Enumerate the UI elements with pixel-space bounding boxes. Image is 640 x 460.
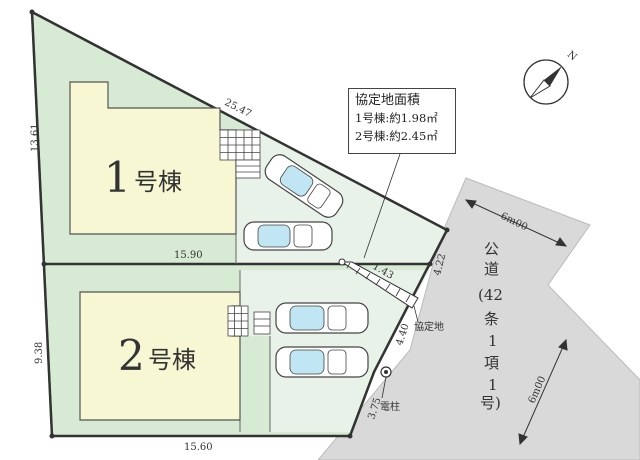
road-name-char: 道 xyxy=(484,260,499,278)
porch-grid-2 xyxy=(227,305,271,337)
pole-label: 電柱 xyxy=(380,400,400,413)
legend-row-2: 2号棟:約2.45㎡ xyxy=(355,129,438,143)
road-name-char: 1 xyxy=(488,376,498,394)
dim-bottom-edge: 15.60 xyxy=(184,442,213,453)
public-road xyxy=(317,177,640,460)
car xyxy=(264,154,344,218)
legend-row-1: 1号棟:約1.98㎡ xyxy=(355,111,438,125)
north-label: N xyxy=(565,49,579,63)
road-name-char: 項 xyxy=(484,354,499,372)
porch-grid-1 xyxy=(219,129,261,179)
dim-divider: 15.90 xyxy=(174,250,203,261)
legend-title: 協定地面積 xyxy=(355,93,421,108)
road-name-char: 1 xyxy=(488,332,498,350)
site-boundary xyxy=(30,9,449,438)
pole-leader xyxy=(381,376,387,399)
utility-pole-icon xyxy=(380,366,392,378)
corner-markers xyxy=(29,9,450,439)
dim-left-upper: 13.61 xyxy=(30,123,41,152)
road-name-char: 条 xyxy=(484,310,499,328)
road-width-arrow-bottom xyxy=(518,338,568,446)
road-name-char: (42 xyxy=(478,286,503,304)
road-name-char: 号) xyxy=(480,394,501,412)
car xyxy=(275,346,369,378)
house-2-number: 2 xyxy=(118,331,145,380)
north-arrow-icon xyxy=(523,59,569,105)
agreement-leader xyxy=(413,305,419,323)
house-1-suffix: 号棟 xyxy=(134,168,182,196)
road-width-arrow-top xyxy=(464,199,568,247)
agreement-label: 協定地 xyxy=(414,320,444,333)
car xyxy=(243,221,333,251)
dim-frontage-upper: 4.22 xyxy=(432,252,448,276)
car xyxy=(275,302,369,334)
road-name-char: 公 xyxy=(484,240,499,258)
legend-leader xyxy=(363,153,401,259)
agreement-area-legend: 協定地面積 1号棟:約1.98㎡ 2号棟:約2.45㎡ xyxy=(348,88,456,154)
house-1-number: 1 xyxy=(104,153,131,202)
house-2-suffix: 号棟 xyxy=(148,346,196,374)
agreement-strip xyxy=(338,258,419,309)
dim-left-lower: 9.38 xyxy=(34,342,45,364)
